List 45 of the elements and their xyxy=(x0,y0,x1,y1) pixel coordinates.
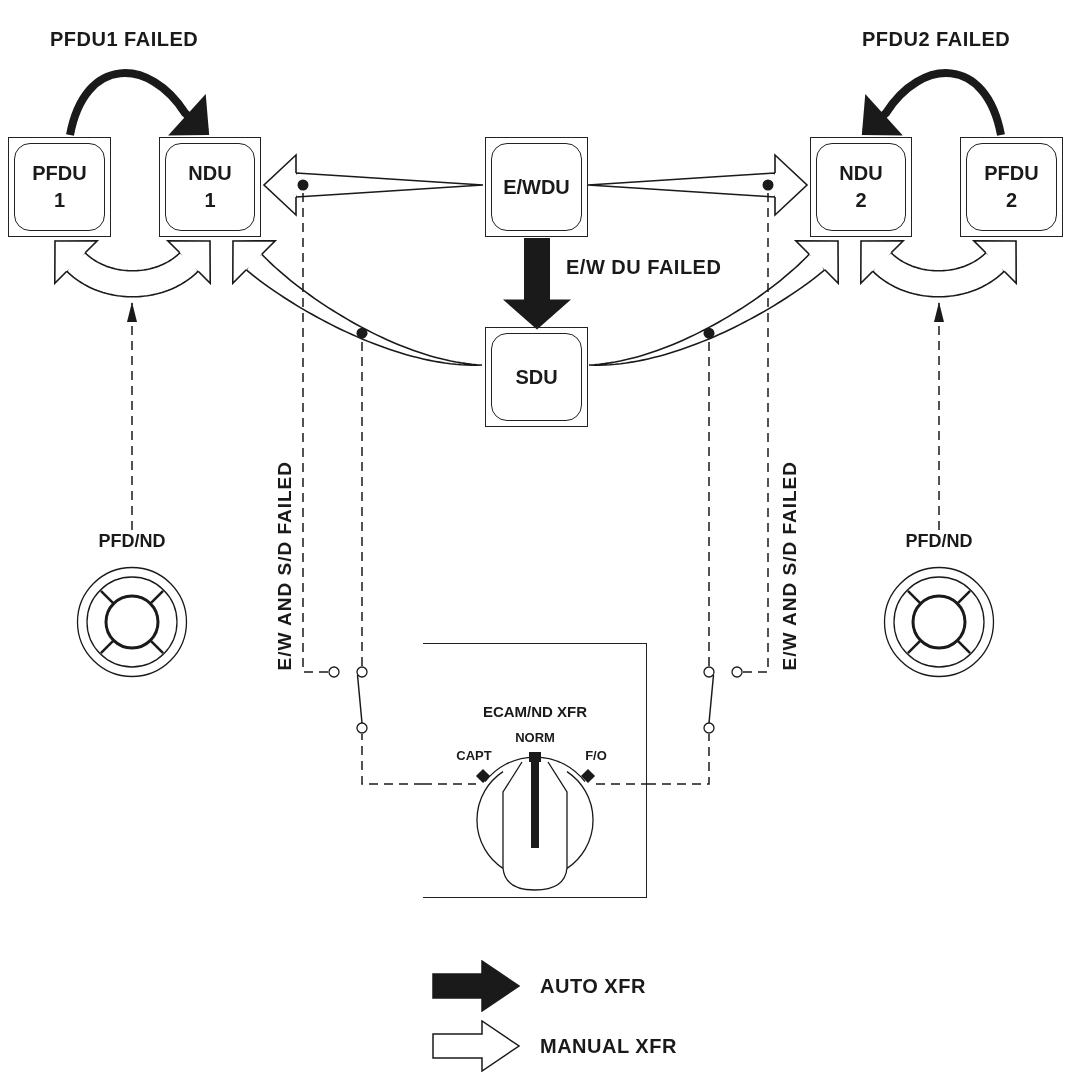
hollow-arrow xyxy=(232,240,483,366)
dashed-line xyxy=(703,327,715,667)
dashed-line xyxy=(297,179,329,673)
double-hollow-arrow xyxy=(54,240,211,298)
dashed-line xyxy=(742,179,774,673)
display-unit xyxy=(8,137,111,237)
dashed-line xyxy=(356,327,368,667)
hollow-arrow xyxy=(263,154,484,216)
switch-symbol xyxy=(328,666,368,734)
switch-symbol xyxy=(703,666,743,734)
hollow-arrow xyxy=(588,240,839,366)
thick-arrow xyxy=(66,69,210,136)
display-unit xyxy=(960,137,1063,237)
dashed-arrow xyxy=(127,302,137,531)
edge-label: E/W AND S/D FAILED xyxy=(779,460,801,670)
unit-label: SDU xyxy=(515,364,558,390)
display-unit xyxy=(810,137,912,237)
position-label: CAPT xyxy=(456,748,492,764)
edge-label: PFDU2 FAILED xyxy=(862,28,1011,50)
dashed-line xyxy=(361,733,424,785)
hollow-arrow xyxy=(587,154,808,216)
dashed-line xyxy=(646,733,710,785)
panel-title: ECAM/ND XFR xyxy=(482,704,588,720)
dashed-arrow xyxy=(934,302,944,531)
double-hollow-arrow xyxy=(860,240,1017,298)
position-label: F/O xyxy=(585,748,607,764)
display-unit xyxy=(485,137,588,237)
knob-label: PFD/ND xyxy=(905,530,973,552)
unit-label: E/WDU xyxy=(503,174,570,200)
edge-label: E/W DU FAILED xyxy=(566,256,722,278)
display-unit xyxy=(485,327,588,427)
legend-label: AUTO XFR xyxy=(540,975,646,997)
unit-label: PFDU 1 xyxy=(32,161,87,213)
control-panel xyxy=(423,643,647,898)
thick-arrow xyxy=(861,69,1005,136)
position-label: NORM xyxy=(515,730,555,746)
edge-label: E/W AND S/D FAILED xyxy=(274,460,296,670)
thick-arrow xyxy=(503,238,571,330)
unit-label: NDU 2 xyxy=(839,161,883,213)
legend-label: MANUAL XFR xyxy=(540,1035,677,1057)
edge-label: PFDU1 FAILED xyxy=(50,28,199,50)
unit-label: PFDU 2 xyxy=(984,161,1039,213)
display-unit xyxy=(159,137,261,237)
unit-label: NDU 1 xyxy=(188,161,232,213)
knob-label: PFD/ND xyxy=(98,530,166,552)
